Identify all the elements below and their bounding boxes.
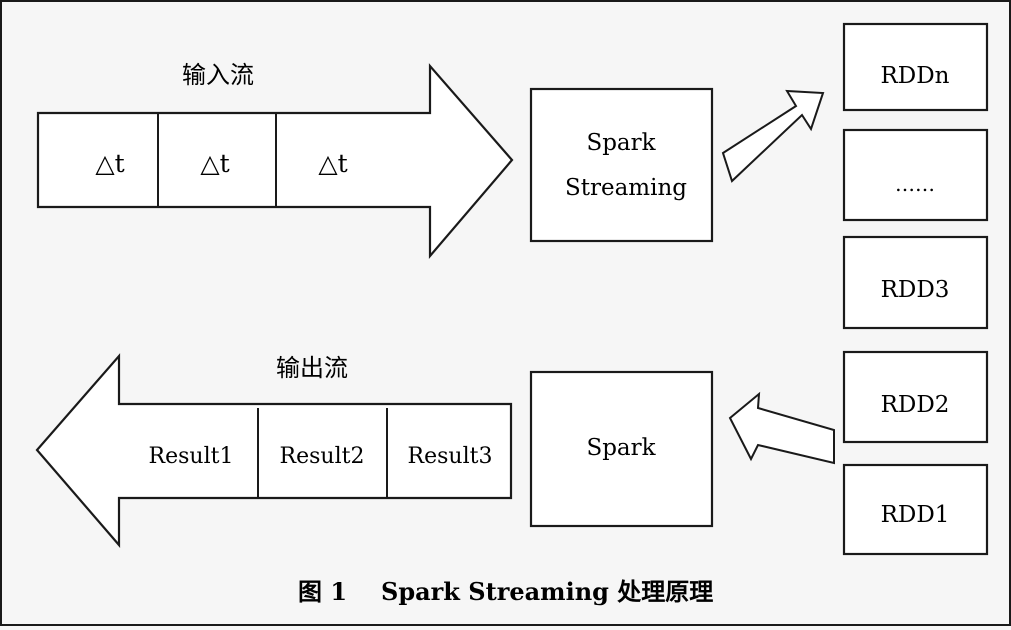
input-segment-2: △t: [200, 149, 229, 178]
arrow-to-spark: [728, 391, 835, 465]
output-stream-arrow: [35, 353, 513, 548]
rdd-box-2: [842, 350, 989, 444]
rdd-box-1: [842, 463, 989, 556]
spark-box: [529, 370, 714, 528]
spark-streaming-box: [529, 87, 714, 243]
output-segment-2: Result2: [280, 444, 365, 469]
figure-title: Spark Streaming 处理原理: [381, 577, 713, 606]
spark-box-label: Spark: [586, 435, 656, 461]
input-stream-label: 输入流: [182, 61, 254, 89]
rdd-box-3: [842, 235, 989, 330]
output-segment-3: Result3: [408, 444, 493, 469]
output-stream-label: 输出流: [276, 354, 348, 382]
rdd-label-3: RDD3: [881, 277, 950, 303]
output-segment-1: Result1: [149, 444, 234, 469]
rdd-label-ellipsis: ……: [895, 172, 935, 196]
spark-streaming-line1: Spark: [586, 130, 656, 156]
arrow-to-rdds: [721, 89, 825, 183]
input-segment-1: △t: [95, 149, 124, 178]
rdd-box-ellipsis: [842, 128, 989, 222]
figure-number: 图 1: [298, 577, 347, 606]
spark-streaming-line2: Streaming: [565, 175, 687, 201]
rdd-box-n: [842, 22, 989, 112]
input-segment-3: △t: [318, 149, 347, 178]
rdd-label-n: RDDn: [880, 63, 949, 89]
rdd-label-2: RDD2: [881, 392, 950, 418]
rdd-label-1: RDD1: [881, 502, 950, 528]
